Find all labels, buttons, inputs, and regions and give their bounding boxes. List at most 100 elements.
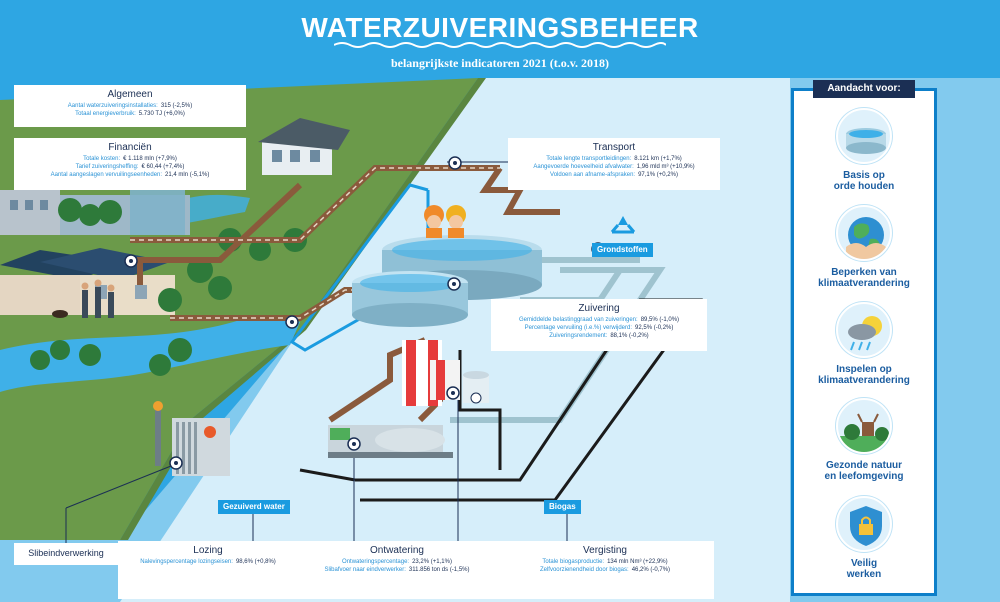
row-label: Tarief zuiveringsheffing: (75, 164, 139, 170)
card-algemeen: Algemeen Aantal waterzuiveringsinstallat… (14, 85, 246, 127)
row-label: Slibafvoer naar eindverwerker: (324, 567, 406, 573)
card-title: Financiën (108, 142, 152, 153)
gas-holder-icon (463, 371, 489, 404)
card-row: Totale biogasproductie:134 mln Nm³ (+22,… (502, 558, 708, 566)
row-value: 1,96 mld m³ (+10,9%) (636, 164, 695, 170)
row-label: Totale biogasproductie: (542, 559, 605, 565)
concern-line: klimaatverandering (818, 278, 910, 289)
card-financien: Financiën Totale kosten:€ 1.118 mln (+7,… (14, 138, 246, 190)
sidebar-heading: Aandacht voor: (813, 80, 915, 98)
row-label: Totaal energieverbruik: (75, 111, 136, 117)
row-label: Voldoen aan afname-afspraken: (550, 172, 636, 178)
row-value: 134 mln Nm³ (+22,9%) (607, 559, 668, 565)
concern-line: Basis op (843, 170, 885, 181)
title-wave-decoration (334, 42, 666, 48)
row-label: Gemiddelde belastinggraad van zuiveringe… (518, 317, 638, 323)
concern-line: klimaatverandering (818, 375, 910, 386)
row-label: Aantal aangeslagen vervuilingseenheden: (50, 172, 163, 178)
card-row: Zuiveringsrendement:88,1% (-0,2%) (497, 332, 701, 340)
basin-icon (836, 108, 892, 164)
tag-gezuiverd-water: Gezuiverd water (218, 500, 290, 514)
card-lozing: Lozing Nalevingspercentage lozingseisen:… (118, 541, 298, 599)
shield-lock-icon (836, 496, 892, 552)
card-row: Percentage vervuiling (i.e.%) verwijderd… (497, 324, 701, 332)
card-row: Totale lengte transportleidingen:8.121 k… (514, 155, 714, 163)
card-title: Ontwatering (370, 545, 424, 556)
row-value: 97,1% (+0,2%) (638, 172, 678, 178)
people-icon (52, 279, 115, 318)
houses-solar-icon (0, 248, 175, 315)
card-title: Transport (592, 142, 636, 153)
row-label: Zelfvoorzienendheid door biogas: (539, 567, 629, 573)
card-row: Aantal aangeslagen vervuilingseenheden:2… (20, 171, 240, 179)
card-title: Slibeindverwerking (28, 548, 104, 558)
row-value: 5.730 TJ (+6,0%) (138, 111, 185, 117)
tag-biogas: Biogas (544, 500, 581, 514)
row-value: 21,4 mln (-5,1%) (165, 172, 210, 178)
card-row: Slibafvoer naar eindverwerker:311.856 to… (304, 566, 490, 574)
card-row: Ontwateringspercentage:23,2% (+1,1%) (304, 558, 490, 566)
row-value: 8.121 km (+1,7%) (634, 156, 682, 162)
row-value: 23,2% (+1,1%) (412, 559, 452, 565)
row-value: 46,2% (-0,7%) (631, 567, 671, 573)
concern-line: orde houden (833, 181, 895, 192)
row-value: 315 (-2,5%) (160, 103, 193, 109)
row-label: Aantal waterzuiveringsinstallaties: (67, 103, 158, 109)
card-row: Totale kosten:€ 1.118 mln (+7,9%) (20, 155, 240, 163)
page-subtitle: belangrijkste indicatoren 2021 (t.o.v. 2… (390, 56, 610, 70)
row-label: Aangevoerde hoeveelheid afvalwater: (533, 164, 634, 170)
factory-icon (0, 180, 190, 235)
row-value: € 60,44 (+7,4%) (141, 164, 185, 170)
card-title: Zuivering (578, 303, 620, 314)
card-row: Zelfvoorzienendheid door biogas:46,2% (-… (502, 566, 708, 574)
card-slibeindverwerking: Slibeindverwerking (14, 543, 118, 565)
row-label: Totale lengte transportleidingen: (546, 156, 632, 162)
card-row: Aantal waterzuiveringsinstallaties:315 (… (20, 102, 240, 110)
card-row: Tarief zuiveringsheffing:€ 60,44 (+7,4%) (20, 163, 240, 171)
page-title: WATERZUIVERINGSBEHEER (301, 12, 699, 43)
row-label: Percentage vervuiling (i.e.%) verwijderd… (524, 325, 633, 331)
weather-icon (836, 302, 892, 358)
row-label: Ontwateringspercentage: (342, 559, 410, 565)
river (0, 316, 300, 392)
row-label: Zuiveringsrendement: (549, 333, 608, 339)
connector-lines (65, 161, 568, 548)
recycle-icon (610, 216, 636, 234)
concern-line: Veilig (850, 558, 878, 569)
card-zuivering: Zuivering Gemiddelde belastinggraad van … (491, 299, 707, 351)
tag-grondstoffen: Grondstoffen (592, 243, 653, 257)
card-title: Vergisting (583, 545, 627, 556)
row-label: Nalevingspercentage lozingseisen: (140, 559, 233, 565)
house-top-icon (258, 118, 350, 175)
measure-node-cores (129, 161, 600, 465)
workers-icon (424, 205, 466, 238)
concern-line: Inspelen op (836, 364, 892, 375)
row-value: 92,5% (-0,2%) (635, 325, 674, 331)
row-value: 89,5% (-1,0%) (640, 317, 680, 323)
land-area (0, 78, 478, 540)
land-edge (120, 78, 486, 540)
globe-icon (836, 205, 892, 261)
concern-line: werken (846, 569, 882, 580)
card-row: Voldoen aan afname-afspraken:97,1% (+0,2… (514, 171, 714, 179)
concern-line: Beperken van (831, 267, 897, 278)
dewatering-machine-icon (328, 425, 453, 458)
clarifier-tank-front (352, 271, 468, 327)
card-transport: Transport Totale lengte transportleiding… (508, 138, 720, 190)
row-label: Totale kosten: (83, 156, 121, 162)
card-vergisting: Vergisting Totale biogasproductie:134 ml… (496, 541, 714, 599)
incinerator-icon (153, 401, 230, 476)
card-row: Nalevingspercentage lozingseisen:98,6% (… (124, 558, 292, 566)
row-value: 88,1% (-0,2%) (610, 333, 649, 339)
row-value: € 1.118 mln (+7,9%) (123, 156, 177, 162)
card-ontwatering: Ontwatering Ontwateringspercentage:23,2%… (298, 541, 496, 599)
